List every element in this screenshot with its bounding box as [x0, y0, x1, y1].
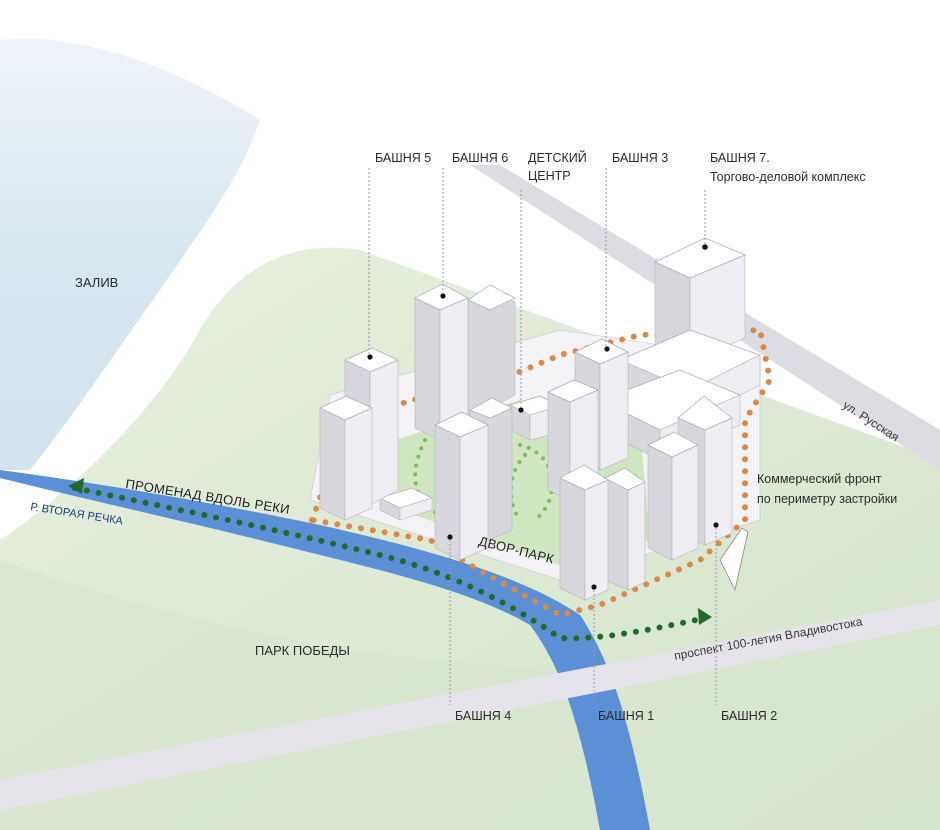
label-tower-6: БАШНЯ 6	[452, 151, 508, 165]
promenade-arrow-left	[68, 478, 84, 494]
avenue-road	[0, 600, 940, 810]
tower-7	[599, 237, 761, 461]
label-kids-center-2: ЦЕНТР	[528, 169, 571, 183]
commercial-label-2: по периметру застройки	[757, 492, 897, 506]
tower-5-front	[319, 395, 373, 521]
tower-2	[647, 395, 733, 561]
bay-label: ЗАЛИВ	[75, 275, 118, 290]
label-tower-4: БАШНЯ 4	[455, 709, 511, 723]
label-tower-2: БАШНЯ 2	[721, 709, 777, 723]
commercial-label-1: Коммерческий фронт	[757, 472, 882, 486]
label-tower-5: БАШНЯ 5	[375, 151, 431, 165]
park-label: ПАРК ПОБЕДЫ	[255, 643, 350, 658]
promenade-line	[72, 485, 708, 642]
annex-block	[379, 487, 433, 521]
label-tower-1: БАШНЯ 1	[598, 709, 654, 723]
kids-center-marker	[518, 407, 524, 413]
bay-water	[0, 38, 260, 470]
tower-1	[559, 464, 646, 601]
label-kids-center-1: ДЕТСКИЙ	[528, 150, 587, 165]
promenade-arrow-right	[698, 608, 712, 625]
label-tower-3: БАШНЯ 3	[612, 151, 668, 165]
label-tower-7-2: Торгово-деловой комплекс	[710, 170, 866, 184]
label-tower-7-1: БАШНЯ 7.	[710, 151, 770, 165]
pavilion	[719, 527, 749, 592]
tower-4	[434, 397, 513, 561]
commercial-front-line	[307, 326, 774, 619]
river	[0, 470, 650, 830]
